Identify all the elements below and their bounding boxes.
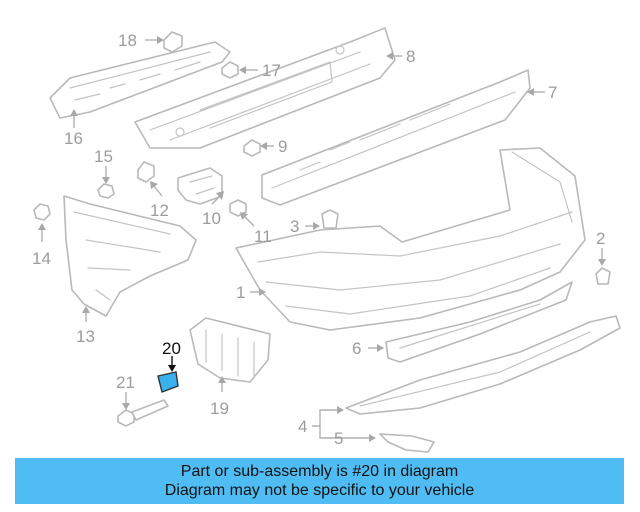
callout-5: 5: [334, 429, 343, 448]
callout-19: 19: [210, 399, 229, 418]
callout-8: 8: [406, 47, 415, 66]
part-16-rail: [49, 41, 231, 119]
banner-line-part: Part or sub-assembly is #20 in diagram: [180, 463, 459, 480]
leader-lines: [38, 36, 606, 442]
banner-line-disclaimer: Diagram may not be specific to your vehi…: [164, 482, 475, 499]
part-4-valance: [345, 315, 621, 415]
part-10-bracket: [177, 167, 223, 205]
callout-11: 11: [254, 227, 272, 246]
callout-2: 2: [596, 229, 605, 248]
callout-12: 12: [150, 201, 169, 220]
part-20-highlighted: [157, 371, 179, 393]
info-banner: Part or sub-assembly is #20 in diagram D…: [15, 458, 624, 504]
callout-4: 4: [298, 417, 307, 436]
part-19-shield: [189, 317, 271, 383]
callout-17: 17: [262, 61, 281, 80]
callout-9: 9: [278, 137, 287, 156]
callout-13: 13: [76, 327, 95, 346]
callout-labels: 18 17 16 8 7 9 15 12 10 11 14 13 3 2 1 6…: [32, 31, 605, 448]
callout-3: 3: [290, 217, 299, 236]
part-1-bumper-cover: [235, 147, 586, 331]
part-7-absorber: [261, 69, 531, 206]
callout-10: 10: [202, 209, 221, 228]
callout-21: 21: [116, 373, 135, 392]
callout-16: 16: [64, 129, 83, 148]
callout-1: 1: [236, 283, 245, 302]
callout-15: 15: [94, 147, 113, 166]
callout-7: 7: [548, 83, 557, 102]
part-13-side-bracket: [63, 195, 197, 317]
callout-20: 20: [162, 339, 181, 358]
callout-14: 14: [32, 249, 51, 268]
part-6-trim-strip: [385, 281, 573, 363]
callout-18: 18: [118, 31, 137, 50]
fastener-parts: [33, 31, 611, 285]
callout-6: 6: [352, 339, 361, 358]
part-8-beam: [134, 27, 396, 149]
part-5-bracket: [379, 433, 435, 453]
